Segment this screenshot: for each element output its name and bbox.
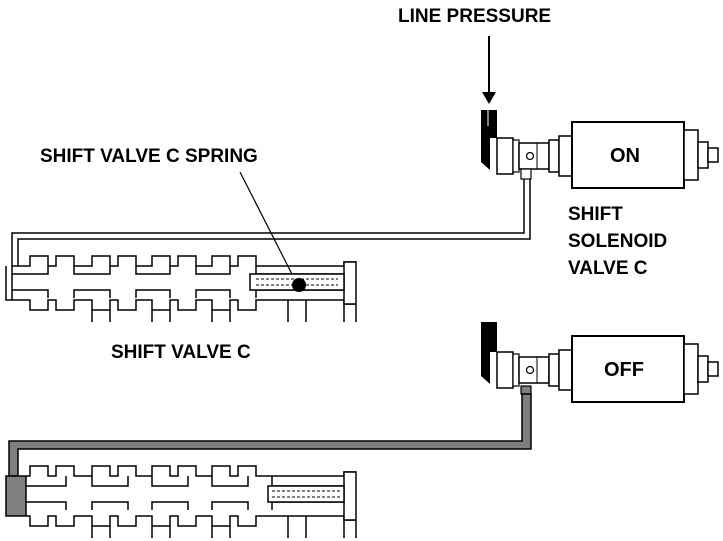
solenoid-valve-off: OFF: [481, 322, 719, 403]
pressurized-end-chamber: [5, 475, 27, 517]
spring-leader-line: [239, 171, 297, 283]
shift-valve-c-label: SHIFT VALVE C: [111, 342, 251, 363]
spring-chamber: [267, 485, 345, 503]
solenoid-valve-on: ON: [481, 110, 719, 189]
solenoid-state-off: OFF: [604, 359, 644, 381]
spring-check-ball: [292, 278, 306, 292]
solenoid-label-line-3: VALVE C: [568, 258, 648, 279]
top-fluid-line: [11, 179, 531, 266]
solenoid-state-on: ON: [610, 145, 640, 167]
solenoid-body: [571, 335, 685, 403]
shift-valve-c-bottom: [5, 465, 357, 538]
solenoid-label-line-1: SHIFT: [568, 204, 623, 225]
solenoid-body: [571, 121, 685, 189]
solenoid-label-line-2: SOLENOID: [568, 231, 667, 252]
shift-valve-c-spring-label: SHIFT VALVE C SPRING: [40, 146, 258, 167]
shift-valve-c-top: [5, 255, 357, 322]
line-pressure-label: LINE PRESSURE: [398, 6, 551, 27]
bottom-fluid-line: [8, 393, 532, 477]
line-pressure-arrow: [482, 36, 496, 104]
